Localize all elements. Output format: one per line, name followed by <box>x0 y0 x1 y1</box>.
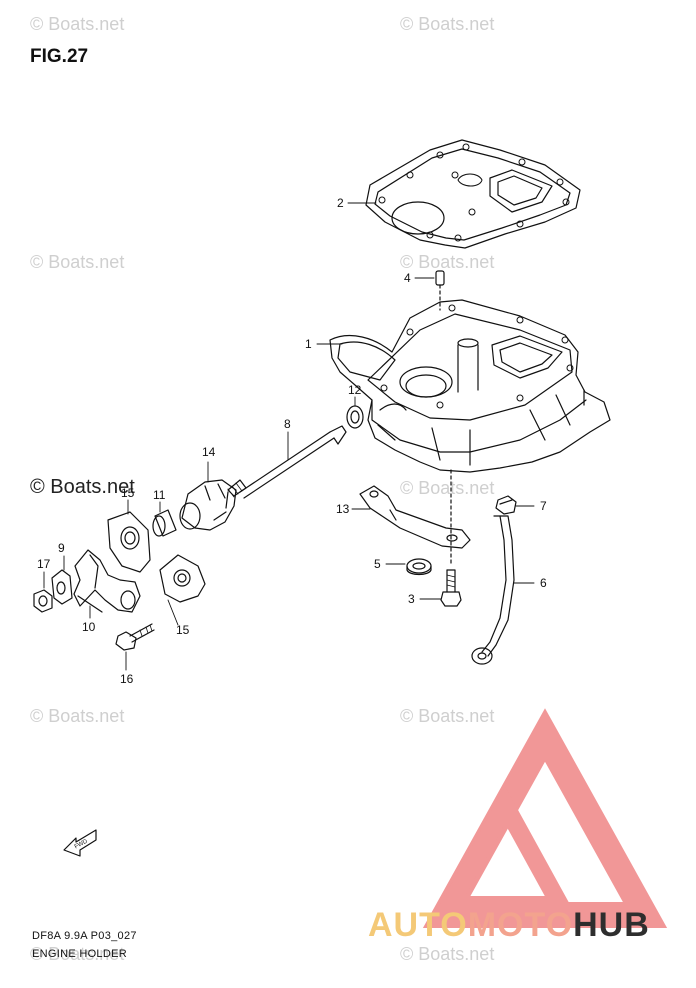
brand-triangle-logo <box>422 708 668 928</box>
callout-3: 3 <box>408 592 415 606</box>
nut-part-17 <box>33 589 53 613</box>
fwd-arrow-icon <box>63 829 97 857</box>
callout-1: 1 <box>305 337 312 351</box>
callout-15-lower: 15 <box>176 623 190 637</box>
watermark: © Boats.net <box>30 944 125 964</box>
washer-part-5 <box>406 558 432 576</box>
rod-part-6 <box>471 515 515 665</box>
gasket-part-2 <box>365 139 581 249</box>
callout-5: 5 <box>374 557 381 571</box>
callout-17: 17 <box>37 557 51 571</box>
dowel-pin-part-4 <box>435 270 445 311</box>
watermark: © Boats.net <box>400 944 495 964</box>
callout-12: 12 <box>348 383 362 397</box>
collar-part-11 <box>152 509 177 537</box>
plate-part-15-lower <box>159 554 206 603</box>
bolt-part-16 <box>115 623 155 651</box>
washer-part-12 <box>346 405 364 429</box>
watermark: © Boats.net <box>400 706 495 726</box>
figure-title: FIG.27 <box>30 46 89 67</box>
stay-part-13 <box>359 485 471 549</box>
watermark: © Boats.net <box>400 14 495 34</box>
callout-6: 6 <box>540 576 547 590</box>
brand-part-hub: HUB <box>573 906 650 944</box>
callout-8: 8 <box>284 417 291 431</box>
leader-lines <box>43 202 535 671</box>
plate-part-9 <box>51 569 73 605</box>
callout-2: 2 <box>337 196 344 210</box>
callout-16: 16 <box>120 672 134 686</box>
callout-4: 4 <box>404 271 411 285</box>
clip-part-7 <box>495 495 517 515</box>
callout-9: 9 <box>58 541 65 555</box>
diagram-code: DF8A 9.9A P03_027 <box>32 930 137 942</box>
watermark: © Boats.net <box>400 478 495 498</box>
diagram-name: ENGINE HOLDER <box>32 948 127 960</box>
watermark-strong: © Boats.net <box>30 476 135 498</box>
watermark: © Boats.net <box>400 252 495 272</box>
callout-13: 13 <box>336 502 350 516</box>
watermark: © Boats.net <box>30 706 125 726</box>
brand-part-moto: MOTO <box>467 906 574 944</box>
bracket-part-10 <box>73 549 141 613</box>
plate-part-15-upper <box>107 511 151 573</box>
engine-holder-part-1 <box>329 299 611 473</box>
callout-14: 14 <box>202 445 216 459</box>
callout-15-upper: 15 <box>121 486 135 500</box>
watermark: © Boats.net <box>30 252 125 272</box>
rubber-bushing-part-14 <box>179 479 237 531</box>
callout-11: 11 <box>153 488 166 502</box>
bolt-part-3 <box>440 469 462 607</box>
callout-10: 10 <box>82 620 96 634</box>
brand-wordmark: AUTOMOTOHUB <box>368 906 650 945</box>
brand-part-auto: AUTO <box>368 906 468 944</box>
callout-7: 7 <box>540 499 547 513</box>
bolt-part-8 <box>227 425 347 499</box>
watermark: © Boats.net <box>30 14 125 34</box>
